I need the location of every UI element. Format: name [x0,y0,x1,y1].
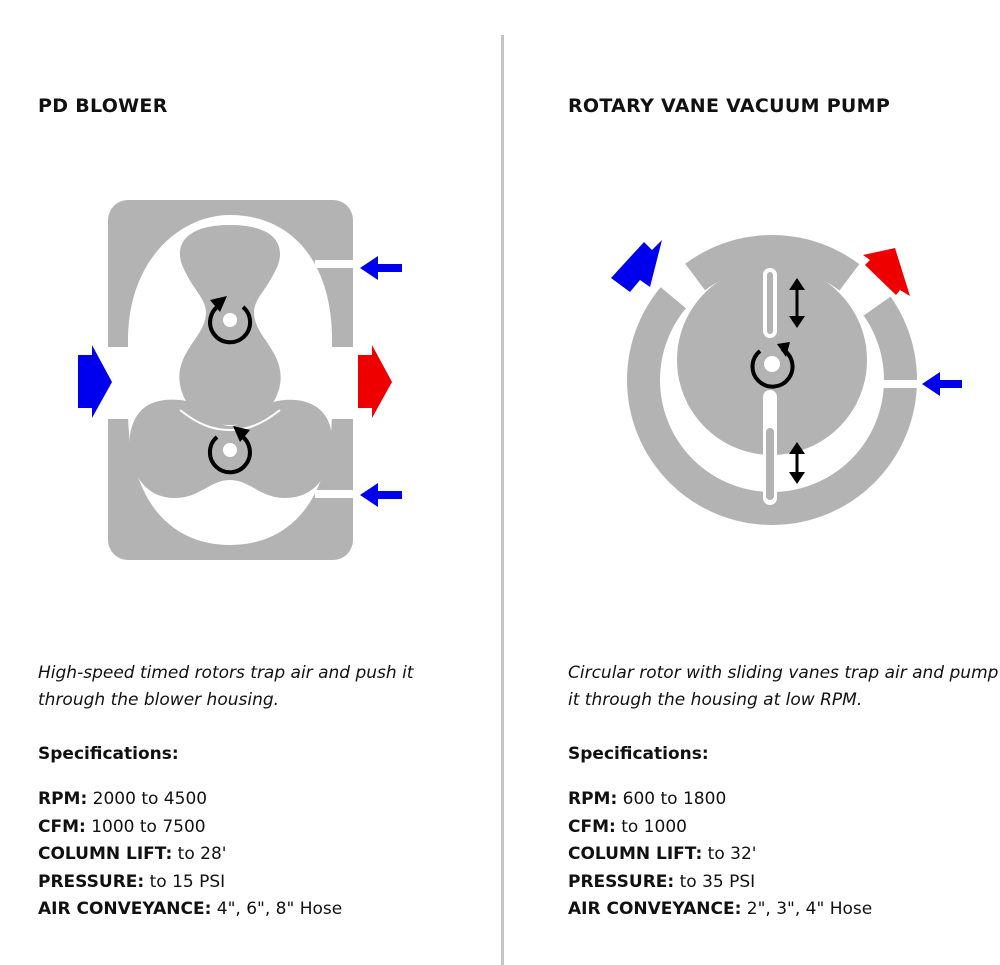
spec-value: to 1000 [615,816,687,837]
spec-item-pressure: PRESSURE: to 35 PSI [568,869,872,897]
rotation-icon [208,296,253,345]
side-intake-arrow-icon [360,256,402,280]
intake-arrow-icon [611,240,662,292]
spec-item-pressure: PRESSURE: to 15 PSI [38,869,342,897]
spec-label: RPM: [568,789,618,809]
specifications-heading: Specifications: [568,744,709,764]
description: High-speed timed rotors trap air and pus… [38,663,414,710]
side-intake-arrow-icon [922,372,962,396]
spec-value: 4", 6", 8" Hose [211,899,343,919]
spec-label: PRESSURE: [38,871,145,892]
spec-item-column-lift: COLUMN LIFT: to 28' [38,841,342,869]
spec-item-rpm: RPM: 600 to 1800 [568,786,872,814]
spec-value: 600 to 1800 [617,789,727,809]
spec-list: RPM: 2000 to 4500 CFM: 1000 to 7500 COLU… [38,786,342,924]
side-intake-arrow-icon [360,483,402,507]
specifications-heading: Specifications: [38,744,179,764]
panel-title: PD BLOWER [38,95,168,117]
spec-label: COLUMN LIFT: [568,844,703,864]
panel-title: ROTARY VANE VACUUM PUMP [568,95,891,117]
spec-item-column-lift: COLUMN LIFT: to 32' [568,841,872,869]
spec-value: to 32' [702,844,757,864]
spec-value: 2000 to 4500 [87,789,208,809]
spec-item-rpm: RPM: 2000 to 4500 [38,786,342,814]
intake-arrow-icon [78,345,112,418]
spec-value: to 15 PSI [144,871,226,892]
spec-label: COLUMN LIFT: [38,844,173,864]
rotation-icon [750,342,795,389]
spec-value: 2", 3", 4" Hose [741,899,873,919]
spec-label: CFM: [38,816,86,837]
pd-blower-diagram [78,200,402,560]
spec-item-cfm: CFM: to 1000 [568,814,872,842]
spec-label: PRESSURE: [568,871,675,892]
spec-label: AIR CONVEYANCE: [568,899,742,919]
spec-list: RPM: 600 to 1800 CFM: to 1000 COLUMN LIF… [568,786,872,924]
spec-label: RPM: [38,789,88,809]
exhaust-arrow-icon [863,248,910,296]
rotary-vane-diagram [611,230,962,525]
spec-value: to 28' [172,844,227,864]
spec-value: to 35 PSI [674,871,756,892]
spec-label: CFM: [568,816,616,837]
rotation-icon [207,426,252,475]
panel-divider [501,35,504,965]
spec-value: 1000 to 7500 [85,816,206,837]
spec-item-air-conveyance: AIR CONVEYANCE: 4", 6", 8" Hose [38,896,342,924]
exhaust-arrow-icon [358,345,392,418]
vane-motion-icon [789,278,805,328]
vane-motion-icon [789,442,805,484]
spec-item-cfm: CFM: 1000 to 7500 [38,814,342,842]
spec-label: AIR CONVEYANCE: [38,899,212,919]
description: Circular rotor with sliding vanes trap a… [568,663,999,710]
spec-item-air-conveyance: AIR CONVEYANCE: 2", 3", 4" Hose [568,896,872,924]
rotary-vane-panel: ROTARY VANE VACUUM PUMP [530,0,1000,965]
pd-blower-panel: PD BLOWER [0,0,480,965]
